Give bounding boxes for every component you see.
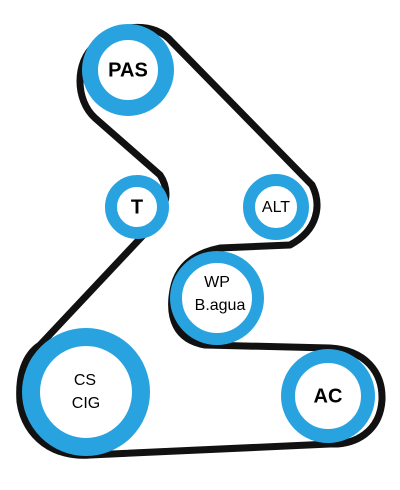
pulley-water-pump: WP B.agua bbox=[170, 251, 264, 345]
pulley-label-alt: ALT bbox=[262, 199, 290, 216]
pulley-tensioner: T bbox=[105, 175, 169, 239]
pulley-ring bbox=[22, 328, 150, 456]
pulley-label-pas: PAS bbox=[108, 59, 148, 81]
pulley-alternator: ALT bbox=[243, 174, 309, 240]
pulley-label-wp-line1: WP bbox=[204, 274, 230, 291]
pulley-crankshaft: CS CIG bbox=[22, 328, 150, 456]
pulley-pas: PAS bbox=[82, 24, 174, 116]
pulley-label-t: T bbox=[131, 196, 143, 218]
pulley-label-wp-line2: B.agua bbox=[195, 297, 246, 314]
pulley-label-cs-line1: CS bbox=[74, 372, 96, 389]
pulley-ring bbox=[281, 349, 375, 443]
pulley-ring bbox=[170, 251, 264, 345]
pulley-label-ac: AC bbox=[314, 385, 343, 407]
pulley-ring bbox=[243, 174, 309, 240]
pulley-ring bbox=[105, 175, 169, 239]
pulley-label-cs-line2: CIG bbox=[72, 395, 100, 412]
pulley-ac: AC bbox=[281, 349, 375, 443]
pulley-ring bbox=[82, 24, 174, 116]
